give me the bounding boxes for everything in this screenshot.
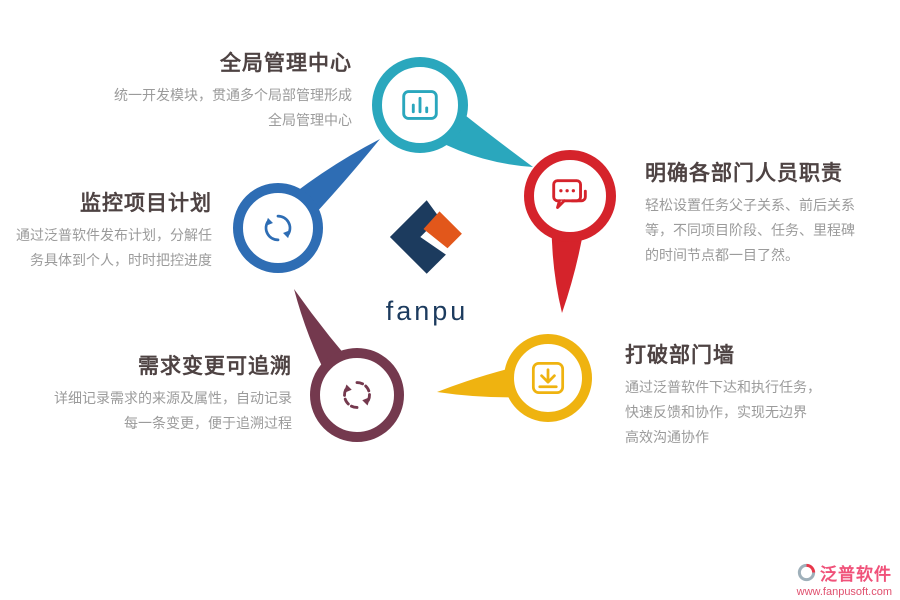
feature-wall-desc: 通过泛普软件下达和执行任务， 快速反馈和协作，实现无边界 高效沟通协作	[625, 376, 860, 451]
watermark-brand: 泛普软件	[820, 565, 892, 584]
node-break-wall	[504, 334, 592, 422]
desc-line: 每一条变更，便于追溯过程	[124, 417, 292, 433]
fanpu-watermark-icon	[797, 563, 816, 582]
feature-monitor-desc: 通过泛普软件发布计划，分解任 务具体到个人，时时把控进度	[6, 224, 212, 274]
feature-traceability-title: 需求变更可追溯	[138, 354, 292, 378]
feature-wall-block: 打破部门墙 通过泛普软件下达和执行任务， 快速反馈和协作，实现无边界 高效沟通协…	[625, 342, 860, 451]
desc-line: 详细记录需求的来源及属性，自动记录	[54, 392, 292, 408]
desc-line: 务具体到个人，时时把控进度	[30, 254, 212, 270]
node-change-traceability	[310, 348, 404, 442]
logo-orange-shape	[423, 211, 463, 249]
feature-traceability-block: 需求变更可追溯 详细记录需求的来源及属性，自动记录 每一条变更，便于追溯过程	[2, 353, 292, 437]
node-responsibility	[524, 150, 616, 242]
desc-line: 轻松设置任务父子关系、前后关系	[645, 199, 855, 215]
brand-name: fanpu	[385, 296, 469, 326]
bar-chart-icon	[402, 90, 438, 120]
desc-line: 等，不同项目阶段、任务、里程碑	[645, 224, 855, 240]
feature-wall-title: 打破部门墙	[625, 343, 735, 367]
node-monitor-plan	[233, 183, 323, 273]
desc-line: 通过泛普软件发布计划，分解任	[16, 229, 212, 245]
desc-line: 高效沟通协作	[625, 431, 709, 447]
feature-monitor-title: 监控项目计划	[80, 191, 212, 215]
desc-line: 全局管理中心	[268, 114, 352, 130]
node-global-management	[372, 57, 468, 153]
feature-responsibility-block: 明确各部门人员职责 轻松设置任务父子关系、前后关系 等，不同项目阶段、任务、里程…	[645, 160, 885, 269]
feature-global-desc: 统一开发模块，贯通多个局部管理形成 全局管理中心	[52, 84, 352, 134]
inbox-arrow-icon	[531, 361, 565, 395]
desc-line: 的时间节点都一目了然。	[645, 249, 799, 265]
fanpu-brand: fanpu	[386, 197, 469, 327]
feature-monitor-block: 监控项目计划 通过泛普软件发布计划，分解任 务具体到个人，时时把控进度	[6, 190, 212, 274]
feature-global-block: 全局管理中心 统一开发模块，贯通多个局部管理形成 全局管理中心	[52, 50, 352, 134]
desc-line: 快速反馈和协作，实现无边界	[625, 406, 807, 422]
refresh-arrows-icon	[264, 214, 292, 242]
feature-responsibility-title: 明确各部门人员职责	[645, 161, 843, 185]
desc-line: 通过泛普软件下达和执行任务，	[625, 381, 821, 397]
chat-dots-icon	[552, 179, 587, 209]
fanpu-diamond-logo	[390, 200, 463, 274]
feature-global-title: 全局管理中心	[220, 51, 352, 75]
logo-navy-shape	[390, 200, 447, 274]
site-watermark: 泛普软件 www.fanpusoft.com	[797, 560, 892, 598]
desc-line: 统一开发模块，贯通多个局部管理形成	[114, 89, 352, 105]
cycle-dashed-arrows-icon	[343, 381, 371, 409]
feature-traceability-desc: 详细记录需求的来源及属性，自动记录 每一条变更，便于追溯过程	[2, 387, 292, 437]
feature-responsibility-desc: 轻松设置任务父子关系、前后关系 等，不同项目阶段、任务、里程碑 的时间节点都一目…	[645, 194, 885, 269]
watermark-row: 泛普软件	[797, 560, 892, 585]
watermark-url: www.fanpusoft.com	[796, 586, 892, 598]
